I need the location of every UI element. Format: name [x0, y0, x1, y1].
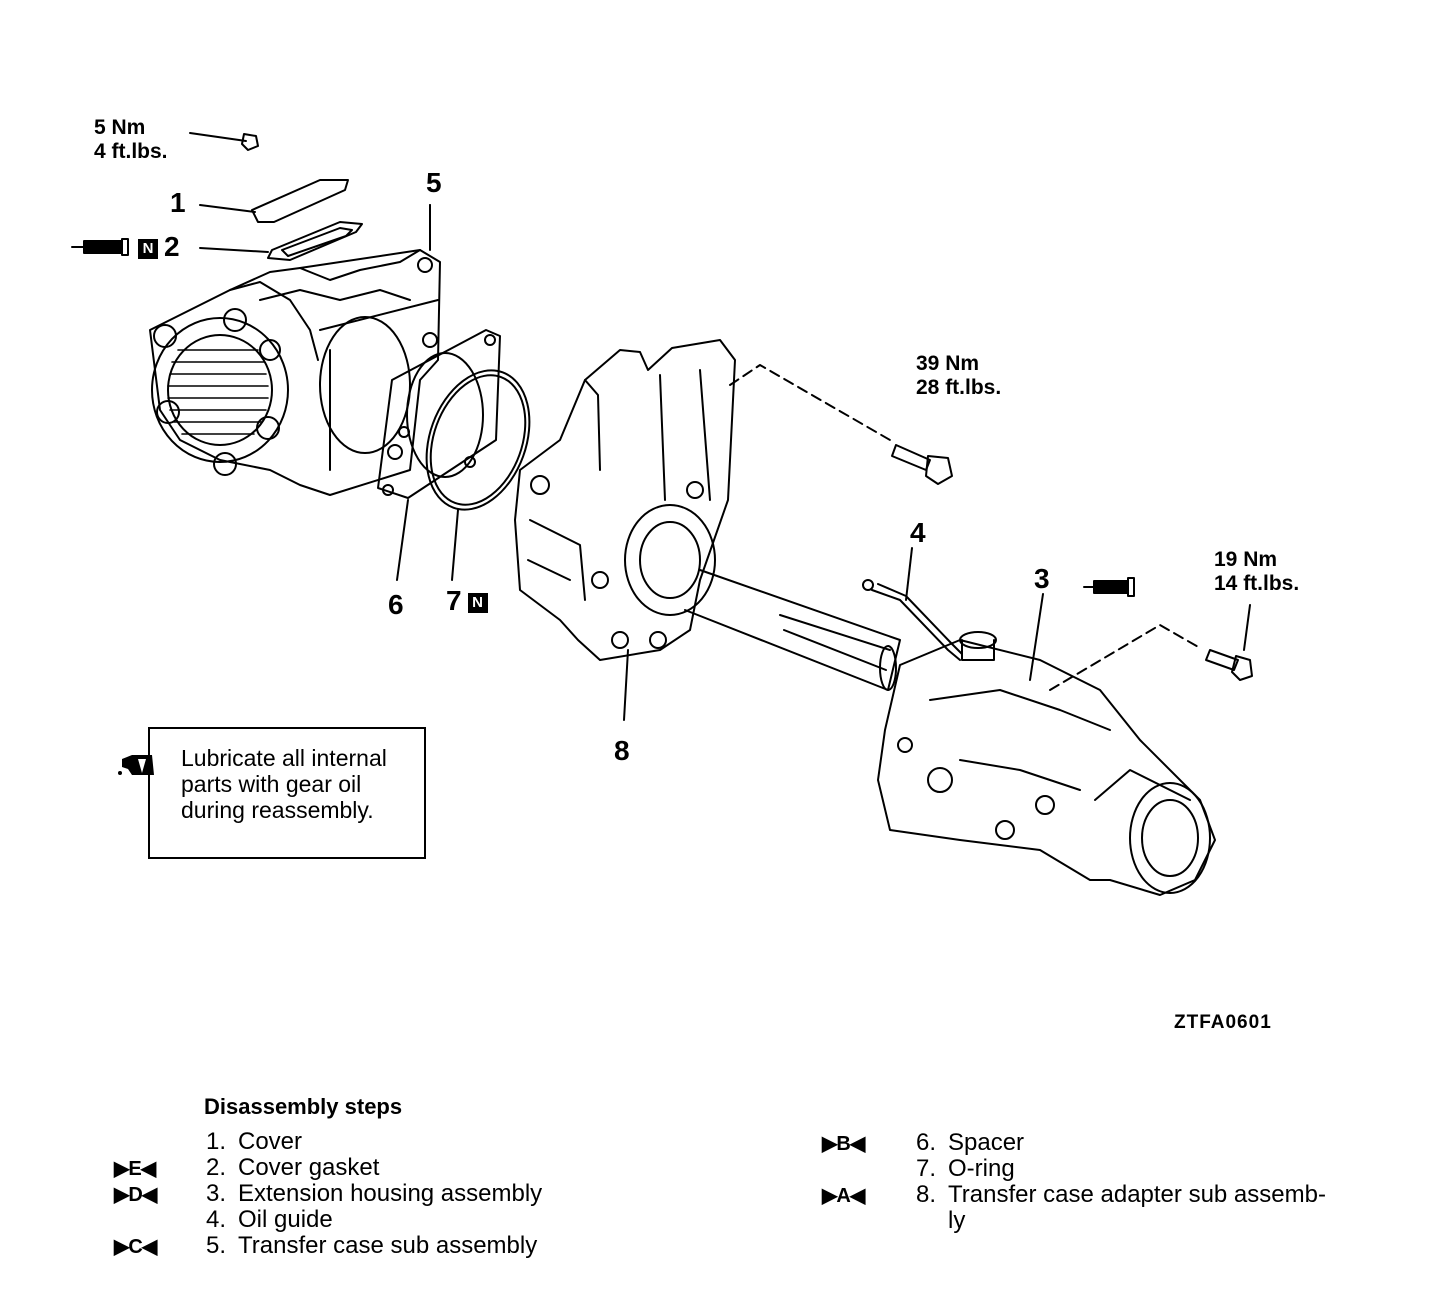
step-number: 1.: [206, 1128, 227, 1155]
step-number: 5.: [206, 1232, 227, 1259]
adapter-part-8: [514, 339, 901, 721]
step-label: Extension housing assembly: [238, 1180, 543, 1207]
step-item: 1. Cover: [206, 1129, 302, 1155]
step-number: 7.: [916, 1155, 937, 1182]
callout-8: 8: [614, 735, 630, 766]
adapter-bolt: [891, 444, 953, 485]
torque-nm: 19 Nm: [1214, 548, 1278, 571]
torque-ftlbs: 4 ft.lbs.: [94, 140, 168, 163]
step-number: 6.: [916, 1129, 937, 1156]
service-mark: ▶E◀: [114, 1158, 156, 1180]
step-number: 4.: [206, 1206, 227, 1233]
torque-ftlbs: 28 ft.lbs.: [916, 376, 1002, 399]
callout-1: 1: [170, 187, 186, 218]
cover-part-1: [199, 179, 349, 223]
transfer-case-part-5: [149, 204, 441, 496]
oil-can-icon: [118, 755, 154, 775]
service-mark: ▶C◀: [114, 1236, 157, 1258]
extension-housing-part-3: [877, 593, 1216, 896]
new-part-mark: N: [467, 593, 488, 613]
step-label: Cover gasket: [238, 1154, 380, 1181]
callout-4: 4: [910, 517, 926, 548]
step-number: 8.: [916, 1181, 937, 1208]
figure-code: ZTFA0601: [1174, 1012, 1272, 1033]
step-label: O-ring: [948, 1155, 1015, 1182]
callout-7-number: 7: [446, 585, 462, 616]
step-number: 2.: [206, 1154, 227, 1181]
spacer-part-6: [377, 329, 501, 581]
cover-bolt: [189, 132, 259, 151]
torque-label-top-left: 5 Nm 4 ft.lbs.: [94, 116, 168, 164]
step-item: 5. Transfer case sub assembly: [206, 1233, 537, 1259]
callout-6: 6: [388, 589, 404, 620]
service-mark: ▶B◀: [822, 1133, 865, 1155]
step-number: 3.: [206, 1180, 227, 1207]
torque-label-middle: 39 Nm 28 ft.lbs.: [916, 352, 1001, 400]
callout-5: 5: [426, 167, 442, 198]
sealant-tube-right: [1083, 577, 1135, 597]
step-label: Oil guide: [238, 1206, 333, 1233]
step-item: 6. Spacer: [916, 1130, 1024, 1156]
oil-guide-part-4: [862, 547, 963, 661]
step-item: 7. O-ring: [916, 1156, 1015, 1182]
steps-title: Disassembly steps: [204, 1094, 403, 1119]
note-text: Lubricate all internal parts with gear o…: [181, 745, 387, 823]
service-mark: ▶A◀: [822, 1185, 865, 1207]
step-label: Transfer case sub assembly: [238, 1232, 538, 1259]
step-label: Cover: [238, 1128, 303, 1155]
torque-nm: 39 Nm: [916, 352, 980, 375]
sealant-tube-left: [71, 238, 129, 256]
callout-2-number: 2: [164, 231, 180, 262]
new-part-mark: N: [138, 239, 158, 259]
torque-nm: 5 Nm: [94, 116, 146, 139]
step-item: 3. Extension housing assembly: [206, 1181, 542, 1207]
torque-label-right: 19 Nm 14 ft.lbs.: [1214, 548, 1299, 596]
step-label: Transfer case adapter sub assemb-: [948, 1181, 1326, 1208]
extension-housing-bolt: [1205, 604, 1253, 681]
torque-ftlbs: 14 ft.lbs.: [1214, 572, 1300, 595]
cover-gasket-part-2: [199, 221, 363, 261]
callout-3: 3: [1034, 563, 1050, 594]
step-item: 8. Transfer case adapter sub assemb-: [916, 1182, 1326, 1208]
step-item: 4. Oil guide: [206, 1207, 333, 1233]
service-mark: ▶D◀: [114, 1184, 157, 1206]
lubrication-note: Lubricate all internal parts with gear o…: [118, 727, 426, 859]
step-item-continuation: ly: [948, 1207, 966, 1234]
step-label: Spacer: [948, 1129, 1025, 1156]
o-ring-part-7: [425, 369, 531, 581]
step-item: 2. Cover gasket: [206, 1155, 379, 1181]
